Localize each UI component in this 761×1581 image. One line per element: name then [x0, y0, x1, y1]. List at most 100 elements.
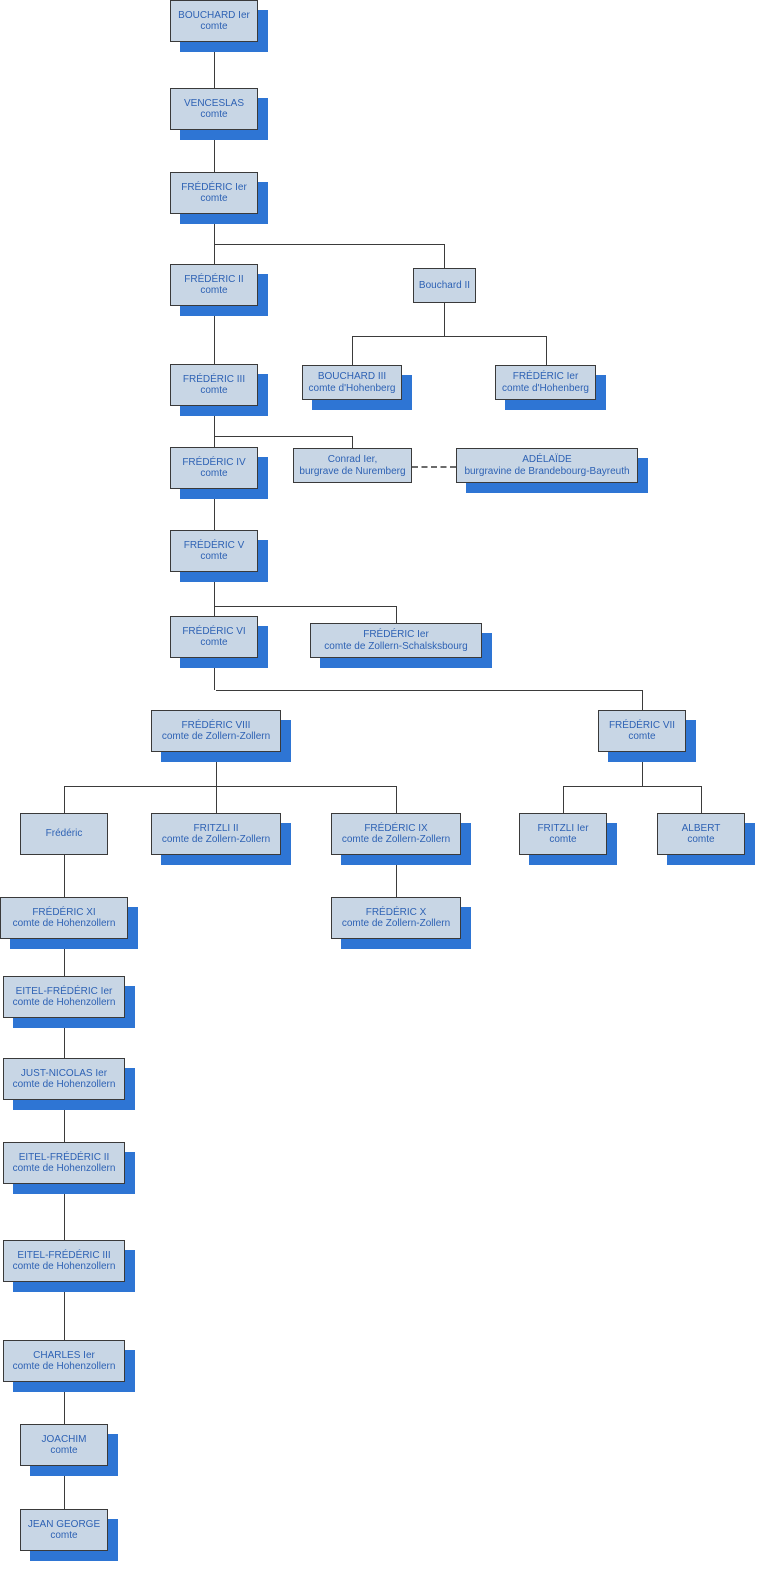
node-subtitle: comte de Zollern-Zollern	[161, 834, 271, 845]
node-subtitle: comte	[200, 193, 228, 204]
node-subtitle: comte de Hohenzollern	[12, 1079, 116, 1090]
node-frederic_small[interactable]: Frédéric	[20, 813, 108, 855]
node-subtitle: comte de Zollern-Zollern	[161, 731, 271, 742]
node-title: FRÉDÉRIC V	[183, 539, 245, 551]
connector-line	[352, 336, 546, 337]
node-subtitle: comte	[628, 731, 656, 742]
connector-line	[64, 939, 65, 976]
node-title: BOUCHARD III	[317, 371, 387, 382]
node-subtitle: burgravine de Brandebourg-Bayreuth	[464, 465, 630, 477]
connector-line	[64, 1382, 65, 1424]
connector-line	[64, 1466, 65, 1509]
connector-line	[64, 786, 65, 813]
node-title: FRÉDÉRIC IV	[182, 456, 246, 468]
connector-line	[563, 786, 701, 787]
connector-line	[214, 42, 215, 88]
connector-line	[216, 786, 217, 813]
node-title: FRÉDÉRIC Ier	[363, 629, 429, 640]
connector-line	[214, 489, 215, 530]
node-subtitle: comte	[50, 1445, 78, 1456]
node-subtitle: comte de Hohenzollern	[12, 918, 116, 929]
connector-line	[214, 606, 396, 607]
connector-line	[214, 214, 215, 244]
node-title: FRÉDÉRIC IX	[364, 822, 428, 834]
connector-line	[396, 606, 397, 623]
node-title: JOACHIM	[41, 1433, 87, 1445]
node-title: BOUCHARD Ier	[178, 9, 250, 21]
node-title: FRITZLI II	[193, 822, 239, 834]
connector-line	[64, 1018, 65, 1058]
connector-line	[444, 303, 445, 336]
node-subtitle: comte	[50, 1530, 78, 1541]
node-title: JEAN GEORGE	[27, 1518, 101, 1530]
node-title: Frédéric	[45, 828, 83, 840]
node-subtitle: comte d'Hohenberg	[308, 382, 396, 394]
node-subtitle: comte de Zollern-Zollern	[341, 834, 451, 845]
connector-line	[214, 244, 445, 245]
node-title: FRÉDÉRIC II	[184, 273, 244, 285]
connector-line	[64, 1282, 65, 1340]
node-subtitle: comte	[200, 385, 228, 396]
marriage-connector	[412, 465, 456, 468]
node-subtitle: comte de Hohenzollern	[12, 1261, 116, 1272]
node-bouchard_2[interactable]: Bouchard II	[413, 268, 476, 303]
node-subtitle: comte de Zollern-Schalsksbourg	[324, 640, 468, 652]
connector-line	[214, 130, 215, 172]
node-title: FRITZLI Ier	[537, 822, 589, 834]
node-title: FRÉDÉRIC VIII	[181, 719, 251, 731]
connector-line	[216, 690, 642, 691]
connector-line	[563, 786, 564, 813]
node-title: ALBERT	[681, 822, 721, 834]
connector-line	[352, 436, 353, 448]
connector-line	[396, 786, 397, 813]
node-subtitle: comte	[200, 637, 228, 648]
connector-line	[701, 786, 702, 813]
connector-line	[64, 855, 65, 897]
node-conrad_1[interactable]: Conrad Ier,burgrave de Nuremberg	[293, 448, 412, 483]
node-title: Conrad Ier,	[327, 454, 378, 465]
node-title: ADÉLAÏDE	[522, 454, 572, 465]
node-title: EITEL-FRÉDÉRIC III	[17, 1249, 111, 1261]
connector-line	[352, 336, 353, 365]
node-subtitle: comte de Hohenzollern	[12, 997, 116, 1008]
node-title: EITEL-FRÉDÉRIC II	[18, 1151, 110, 1163]
node-subtitle: comte	[549, 834, 577, 845]
node-title: FRÉDÉRIC X	[365, 906, 427, 918]
node-title: CHARLES Ier	[33, 1349, 95, 1361]
connector-line	[396, 855, 397, 897]
node-title: Bouchard II	[418, 279, 471, 291]
node-subtitle: comte	[200, 109, 228, 120]
node-subtitle: comte d'Hohenberg	[502, 382, 589, 394]
node-title: FRÉDÉRIC III	[182, 373, 246, 385]
node-title: FRÉDÉRIC VII	[608, 719, 676, 731]
connector-line	[214, 436, 353, 437]
connector-line	[216, 752, 217, 786]
